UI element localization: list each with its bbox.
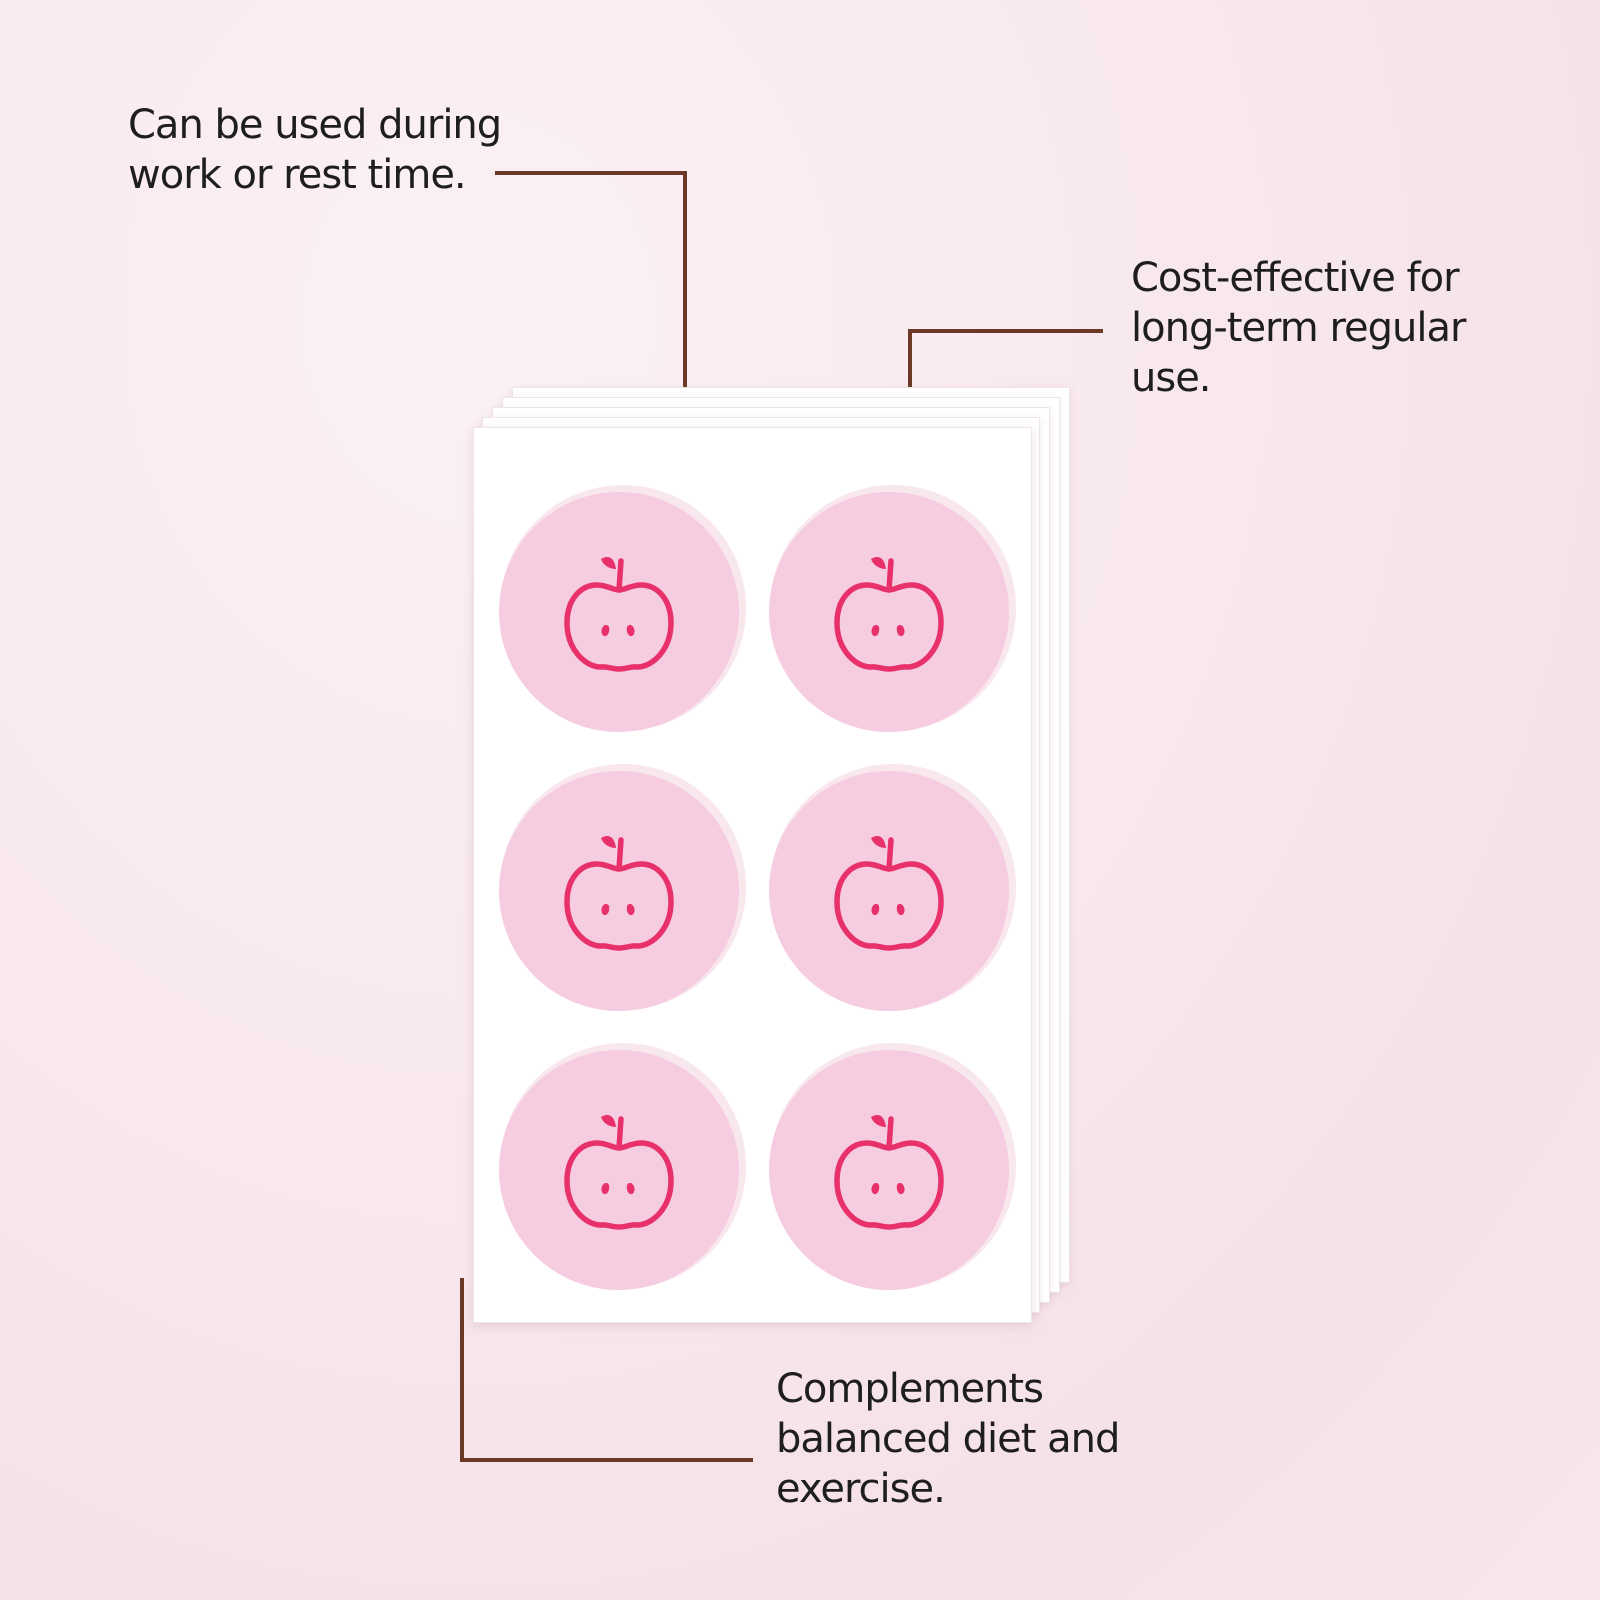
apple-icon — [561, 549, 677, 675]
callout-line: Complements — [776, 1366, 1044, 1412]
callout-balanced-diet: Complements balanced diet and exercise. — [776, 1364, 1120, 1514]
apple-icon — [831, 1107, 947, 1233]
callout-line: Cost-effective for — [1131, 255, 1460, 301]
apple-icon — [561, 828, 677, 954]
callout-line: long-term regular — [1131, 305, 1466, 351]
sticker — [499, 771, 739, 1011]
sticker — [769, 1050, 1009, 1290]
callout-line: use. — [1131, 355, 1212, 401]
sticker — [499, 1050, 739, 1290]
apple-icon — [831, 828, 947, 954]
sticker — [499, 492, 739, 732]
callout-line: balanced diet and — [776, 1416, 1120, 1462]
callout-cost-effective: Cost-effective for long-term regular use… — [1131, 253, 1466, 403]
callout-line: Can be used during — [128, 102, 502, 148]
callout-work-rest: Can be used during work or rest time. — [128, 100, 502, 200]
sticker-sheet — [473, 427, 1032, 1323]
callout-line: exercise. — [776, 1466, 946, 1512]
apple-icon — [561, 1107, 677, 1233]
sticker — [769, 771, 1009, 1011]
callout-line: work or rest time. — [128, 152, 467, 198]
sticker — [769, 492, 1009, 732]
apple-icon — [831, 549, 947, 675]
